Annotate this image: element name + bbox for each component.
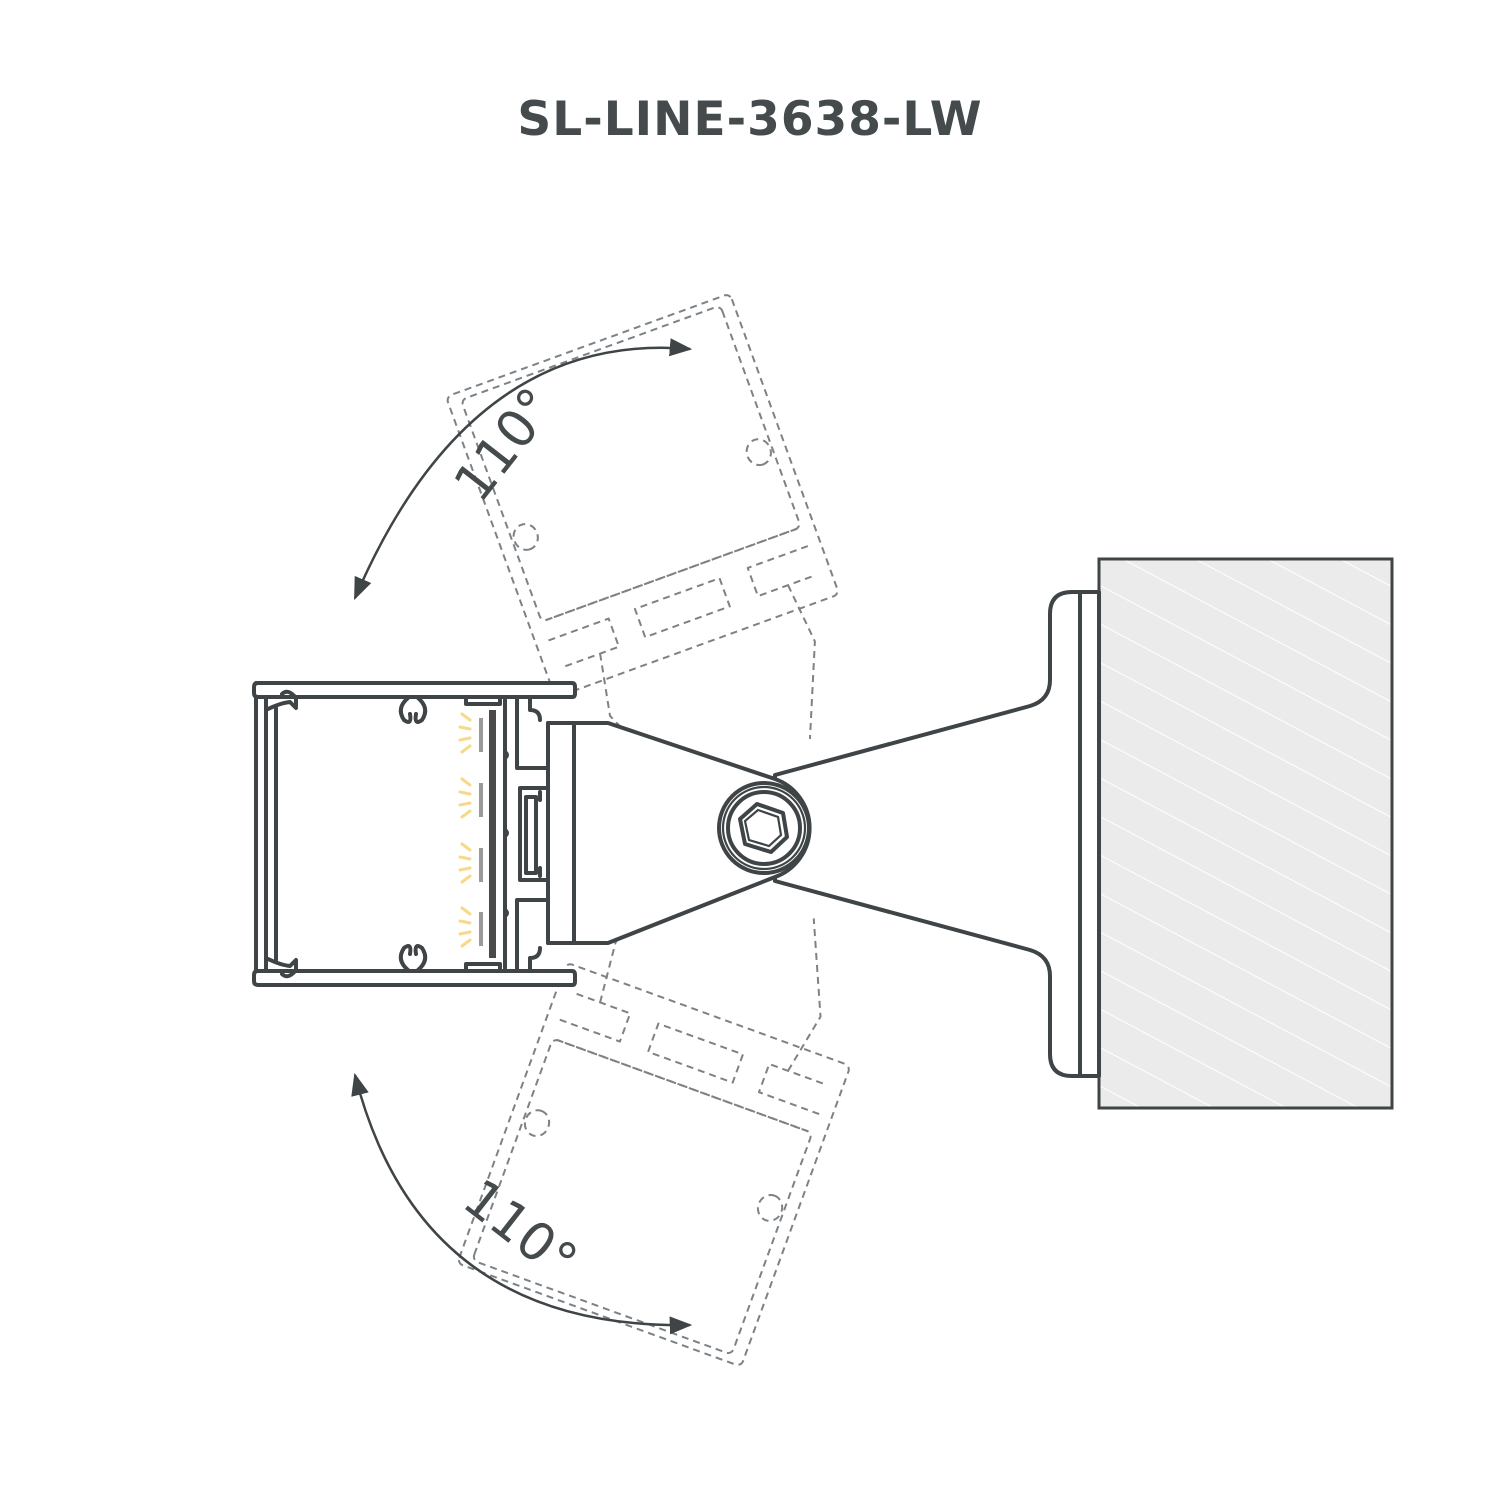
led-strip [458,710,496,958]
aluminium-profile [252,681,577,987]
wall-bracket [773,590,1101,1078]
ghost-profile-upper [457,869,850,1366]
pcb [489,710,496,958]
angle-label-lower: 110° [452,1168,588,1292]
swivel-arm [546,721,812,945]
led-glow-icon [458,712,472,948]
product-title: SL-LINE-3638-LW [517,92,983,147]
angle-label-upper: 110° [443,377,567,513]
ghost-profile-lower [446,294,839,788]
led-chips [479,718,483,946]
angle-indicator-upper: 110° [353,338,693,601]
angle-indicator-lower: 110° [351,1072,693,1335]
hex-bolt [717,781,811,875]
wall-block [1097,557,1394,1110]
